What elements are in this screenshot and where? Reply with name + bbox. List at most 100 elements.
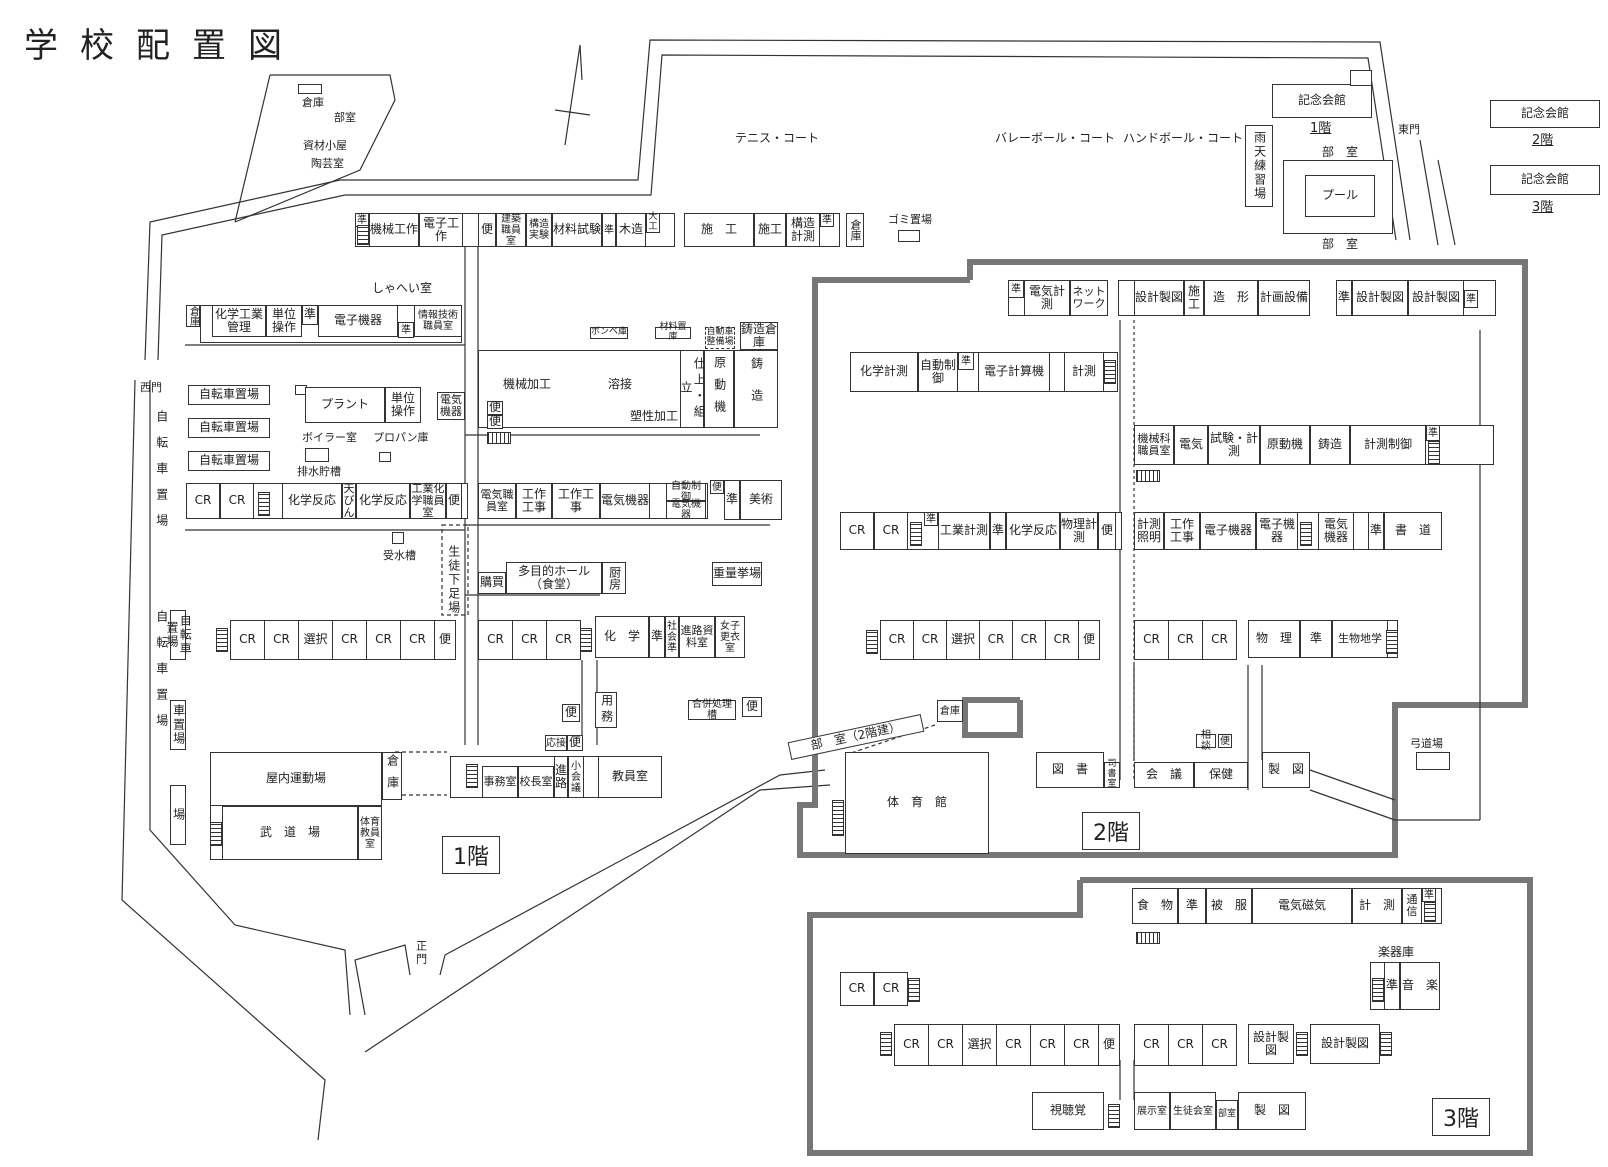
boiler-label: ボイラー室: [302, 431, 357, 444]
jusui-label: 受水槽: [383, 549, 416, 562]
stairs-icon: [1296, 1032, 1308, 1056]
f1-jun-g: 準: [649, 616, 665, 658]
haisui-box: [305, 448, 329, 462]
f2-seizu: 製 図: [1262, 752, 1310, 788]
f1-ben-7: 便: [567, 735, 583, 751]
f1-shinro-shiryo: 進路資料室: [679, 616, 715, 658]
bike-parking-2: 自転車置場: [188, 418, 270, 438]
f1-denki-shokuin: 電気職員室: [478, 483, 516, 519]
f1-seko: 施 工: [684, 213, 754, 247]
f1-souko-left: 倉庫: [186, 305, 200, 327]
f1-jouhou: 情報技術職員室: [414, 305, 462, 337]
f1-plant: プラント: [305, 387, 385, 423]
classroom-cell: CR: [1031, 1025, 1065, 1065]
stairs-icon: [487, 432, 511, 444]
f2-jun-h: 準: [1368, 512, 1384, 550]
propane-label: プロパン庫: [373, 431, 429, 444]
f2-denshi-kiki: 電子機器: [1200, 512, 1256, 550]
f1-mokuzo: 木造: [616, 213, 646, 247]
stairs-icon: [866, 630, 878, 654]
classroom-cell: CR: [881, 621, 914, 659]
west-road-outer: [121, 379, 326, 1141]
classroom-cell: CR: [1135, 1025, 1169, 1065]
f1-kougyou-kagaku: 工業化学職員室: [410, 481, 446, 520]
f2-butsuri: 物 理: [1248, 620, 1300, 658]
f3-tenjishitsu: 展示室: [1134, 1092, 1170, 1130]
nw-enclosure: [234, 74, 396, 223]
higashimon-label: 東門: [1398, 123, 1420, 136]
f1-okunai-undoujo: 屋内運動場: [210, 752, 382, 806]
classroom-cell: CR: [1211, 632, 1228, 647]
f1-jun-d: 準: [302, 305, 318, 325]
f2-zoukei: 造 形: [1204, 280, 1258, 316]
f1-kousaku-kouji: 工作工事: [516, 483, 552, 519]
zairyo-oki: 材料置庫: [655, 322, 691, 342]
souko-mid: 倉庫: [937, 700, 963, 722]
classroom-cell: CR: [1046, 621, 1079, 659]
f1-ben-5: 便: [710, 480, 724, 494]
f2-shodou: 書 道: [1384, 512, 1442, 550]
f1-kikai-kakou: 機械加工: [503, 377, 552, 391]
haisui-label: 排水貯槽: [297, 465, 341, 478]
f2-kougyou-keisoku: 工業計測: [938, 512, 990, 550]
f2-gendouki: 原動機: [1260, 425, 1310, 465]
f2-jun-c: 準: [1464, 290, 1478, 308]
gappei-shori: 合併処理槽: [688, 699, 736, 721]
f3-tsushin: 通信: [1402, 888, 1422, 924]
classroom-cell: CR: [401, 621, 435, 659]
classroom-cell: 選択: [299, 621, 333, 659]
stairs-icon: [1104, 360, 1116, 384]
north-road-outer: [144, 39, 1411, 361]
stairs-icon: [832, 800, 844, 836]
f1-yomu: 用務: [595, 692, 617, 728]
f2-toshokan: 図 書: [1036, 752, 1104, 788]
gate-road-3: [364, 784, 831, 1053]
f1-kagaku-hannou: 化学反応: [282, 483, 342, 519]
bike-parking-v2: 自転車置場: [154, 610, 169, 740]
classroom-cell: 選択: [947, 621, 980, 659]
f3-seizu: 製 図: [1238, 1092, 1306, 1130]
page-title: 学校配置図: [24, 26, 304, 66]
bike-parking-3: 自転車置場: [188, 451, 270, 471]
bike-parking-1: 自転車置場: [188, 385, 270, 405]
f2-ben-1: 便: [1098, 512, 1116, 550]
souko-nw-label: 倉庫: [302, 96, 324, 109]
classroom-cell: CR: [1013, 621, 1046, 659]
nishimon-label: 西門: [140, 381, 162, 394]
stairs-icon: [1386, 630, 1398, 654]
floor-1-label: 1階: [442, 836, 500, 874]
f1-kagaku-hannou-2: 化学反応: [356, 483, 410, 519]
f2-kagaku-keisoku: 化学計測: [850, 352, 918, 392]
f1-budoujo: 武 道 場: [222, 806, 358, 860]
taiikukan: 体 育 館: [845, 752, 989, 854]
f1-jun-e: 準: [398, 322, 414, 338]
f1-kyouinshitsu: 教員室: [598, 756, 662, 798]
f1-daiku: 大工: [646, 212, 660, 233]
stairs-icon: [1428, 441, 1440, 465]
bike-parking-box-2: 車置場: [170, 700, 186, 750]
stairs-icon: [357, 225, 369, 245]
f1-souko-b: 倉庫: [382, 752, 402, 800]
f1-kouzou-jikken: 構造実験: [526, 213, 552, 247]
f2-kaigi: 会 議: [1134, 762, 1194, 788]
f2-kagaku-hannou: 化学反応: [1006, 512, 1060, 550]
f1-yousetsu: 溶接: [608, 377, 633, 391]
classroom-cell: CR: [929, 1025, 963, 1065]
f2-sekkei-seizu-3: 設計製図: [1408, 280, 1464, 316]
f3-gakkiko-label: 楽器庫: [1378, 945, 1415, 959]
classroom-cell: CR: [997, 1025, 1031, 1065]
f2-denshi-keisan: 電子計算機: [978, 352, 1050, 392]
pool: プール: [1305, 175, 1375, 217]
f2-denshi-kiki-2: 電子機器: [1256, 512, 1298, 550]
f1-ben-3: 便: [487, 414, 503, 429]
stairs-icon: [1380, 1032, 1392, 1056]
stairs-icon: [1108, 1104, 1120, 1128]
f3-jun-b: 準: [1422, 888, 1436, 902]
classroom-cell: CR: [1169, 621, 1203, 659]
f3-sekkei-seizu-2: 設計製図: [1310, 1024, 1380, 1064]
kinen-kaikan-1f: 記念会館: [1272, 84, 1372, 118]
f1-chuzo: 鋳造: [734, 350, 778, 428]
